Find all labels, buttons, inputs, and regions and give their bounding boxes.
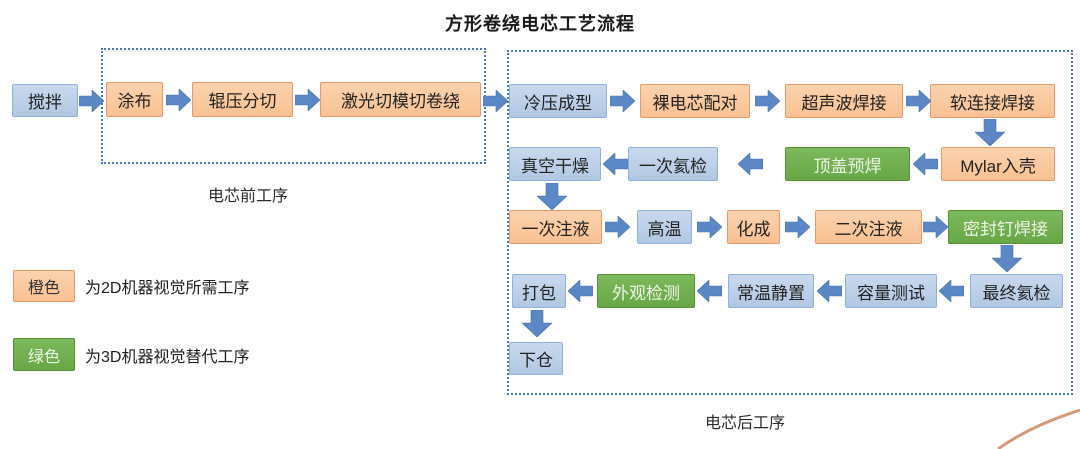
flow-arrow-right-icon: [604, 215, 631, 239]
legend-description-orange: 为2D机器视觉所需工序: [85, 280, 250, 297]
flow-node-mifengding-hanjie: 密封钉焊接: [948, 210, 1063, 244]
flow-node-lengya-chengxing: 冷压成型: [509, 84, 607, 118]
flow-arrow-down-icon: [521, 309, 553, 338]
pre-process-section-label: 电芯前工序: [207, 188, 288, 205]
flow-node-yici-haijian: 一次氦检: [628, 147, 718, 181]
page-title: 方形卷绕电芯工艺流程: [445, 14, 635, 34]
flow-node-rongliang-ceshi: 容量测试: [845, 274, 937, 308]
flow-arrow-right-icon: [609, 89, 636, 113]
flow-node-waiguan-jiance: 外观检测: [597, 274, 695, 308]
flow-node-gaowen: 高温: [637, 210, 692, 244]
flow-arrow-down-icon: [974, 118, 1006, 147]
flow-node-jiguang-juanrao: 激光切模切卷绕: [320, 82, 481, 117]
flow-node-tubu: 涂布: [106, 82, 163, 117]
flow-arrow-right-icon: [754, 89, 781, 113]
flow-node-erci-zhuye: 二次注液: [815, 210, 922, 244]
flow-arrow-left-icon: [938, 279, 965, 303]
legend-swatch-green: 绿色: [13, 338, 75, 371]
flow-arrow-right-icon: [482, 89, 509, 113]
flow-arrow-left-icon: [737, 152, 764, 176]
flow-arrow-left-icon: [602, 152, 629, 176]
flow-node-dinggai-yuhan: 顶盖预焊: [785, 147, 910, 181]
flow-node-luodianxin-peidui: 裸电芯配对: [640, 84, 750, 118]
flow-node-zhenkong-ganzao: 真空干燥: [509, 147, 601, 181]
flow-node-gunya-fenqie: 辊压分切: [192, 82, 293, 117]
flow-arrow-left-icon: [696, 279, 723, 303]
post-process-section-label: 电芯后工序: [704, 415, 785, 432]
flow-arrow-down-icon: [536, 182, 568, 211]
flow-node-jiaoban: 搅拌: [12, 84, 78, 117]
legend-item-green: 绿色 为3D机器视觉替代工序: [13, 338, 249, 371]
flow-arrow-right-icon: [922, 215, 949, 239]
flow-node-dabao: 打包: [512, 274, 566, 308]
flow-node-zuizhong-haijian: 最终氦检: [970, 274, 1063, 308]
post-process-group-box: [507, 50, 1073, 395]
flow-arrow-right-icon: [294, 88, 321, 112]
flow-node-ruanlianjie-hanjie: 软连接焊接: [930, 84, 1055, 118]
flow-node-chaoshengbo-hanjie: 超声波焊接: [785, 84, 903, 118]
flow-arrow-left-icon: [912, 152, 939, 176]
flow-arrow-right-icon: [165, 88, 192, 112]
flow-node-xiacang: 下仓: [509, 342, 563, 375]
flow-arrow-right-icon: [905, 89, 932, 113]
flow-node-mylar-ruke: Mylar入壳: [941, 147, 1055, 181]
decorative-curve-line: [997, 408, 1080, 449]
flow-arrow-left-icon: [567, 279, 594, 303]
flow-node-huacheng: 化成: [727, 210, 780, 244]
flow-node-yici-zhuye: 一次注液: [509, 210, 602, 244]
flow-arrow-down-icon: [991, 244, 1023, 273]
flow-arrow-left-icon: [816, 279, 843, 303]
flow-arrow-right-icon: [696, 215, 723, 239]
flow-arrow-right-icon: [78, 89, 105, 113]
flow-node-changwen-jingzhi: 常温静置: [728, 274, 814, 308]
legend-description-green: 为3D机器视觉替代工序: [85, 348, 250, 366]
legend-item-orange: 橙色 为2D机器视觉所需工序: [13, 270, 249, 302]
legend-swatch-orange: 橙色: [13, 270, 75, 302]
flow-arrow-right-icon: [784, 215, 811, 239]
